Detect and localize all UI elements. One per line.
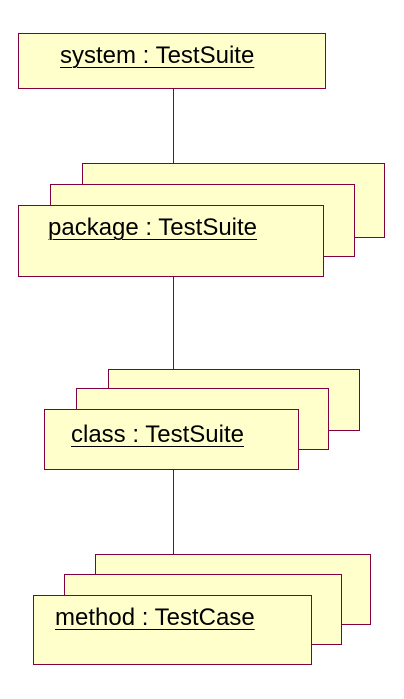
class-testsuite-label: class : TestSuite [71, 421, 244, 448]
link-package-class [173, 276, 174, 410]
system-testsuite-label: system : TestSuite [60, 42, 255, 69]
package-testsuite-label: package : TestSuite [48, 214, 258, 241]
package-testsuite-object[interactable] [18, 205, 324, 277]
method-testcase-label: method : TestCase [55, 604, 255, 631]
method-testcase-object[interactable] [33, 595, 312, 665]
link-system-package [173, 88, 174, 206]
system-testsuite-object[interactable] [18, 33, 326, 89]
link-class-method [173, 469, 174, 596]
class-testsuite-object[interactable] [44, 409, 299, 470]
